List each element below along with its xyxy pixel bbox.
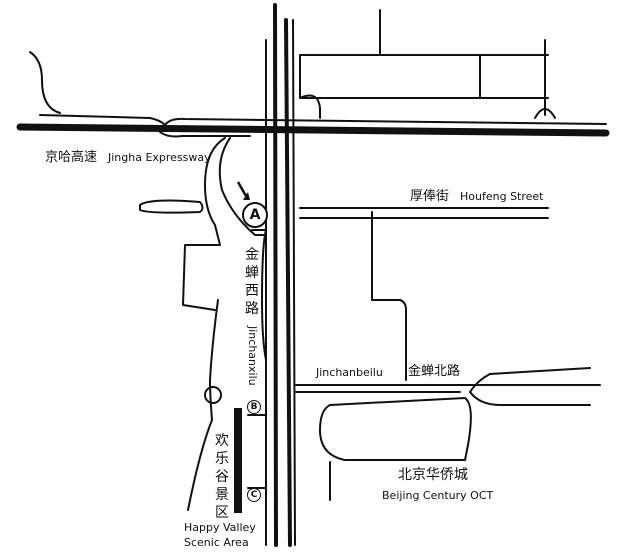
main-north-south-road [273, 3, 278, 547]
main-north-south-road-3 [292, 19, 296, 546]
happy-valley-bar [234, 408, 242, 513]
jinchanxilu-label-cn: 金蝉西路 [245, 247, 259, 317]
oct-label-cn: 北京华侨城 [398, 467, 468, 483]
houfeng-label-cn: 厚俸街 [410, 189, 450, 204]
marker-a[interactable]: A [242, 202, 268, 228]
access-road [218, 137, 267, 236]
jingha-label-cn: 京哈高速 [45, 150, 98, 165]
west-winding-road [187, 299, 219, 511]
happy-valley-label-en-2: Scenic Area [184, 536, 249, 549]
marker-c-label: C [250, 490, 258, 500]
jingha-service-road [39, 114, 607, 126]
oct-label-en: Beijing Century OCT [382, 489, 494, 502]
happy-valley-label-en-1: Happy Valley [184, 521, 256, 534]
access-loop [182, 137, 226, 311]
small-oval-road [139, 199, 204, 214]
marker-b[interactable]: B [247, 400, 261, 414]
marker-c[interactable]: C [247, 488, 261, 502]
north-east-junction [534, 108, 556, 119]
marker-b-label: B [250, 402, 258, 412]
houfeng-label-en: Houfeng Street [460, 190, 544, 203]
jinchanbeilu-label-cn: 金蝉北路 [408, 364, 461, 379]
north-inner-curve [299, 94, 321, 119]
arrow-icon [236, 181, 248, 197]
jingha-expressway-road [16, 123, 610, 137]
marker-a-label: A [249, 207, 261, 223]
jingha-lower-service [159, 131, 251, 138]
east-road-loop [469, 367, 591, 406]
happy-valley-label-cn: 欢乐谷景区 [215, 433, 229, 521]
north-block [299, 54, 549, 99]
northwest-road [29, 51, 61, 114]
jinchanxilu-label-en: Jinchanxilu [246, 326, 259, 386]
jinchanbeilu-label-en: Jinchanbeilu [316, 366, 383, 379]
houfeng-connector [371, 211, 407, 381]
roundabout [204, 386, 222, 404]
oct-block [319, 397, 472, 461]
jinchan-offramp [261, 229, 267, 361]
jingha-label-en: Jingha Expressway [108, 151, 211, 164]
main-north-south-road-2 [284, 18, 292, 547]
